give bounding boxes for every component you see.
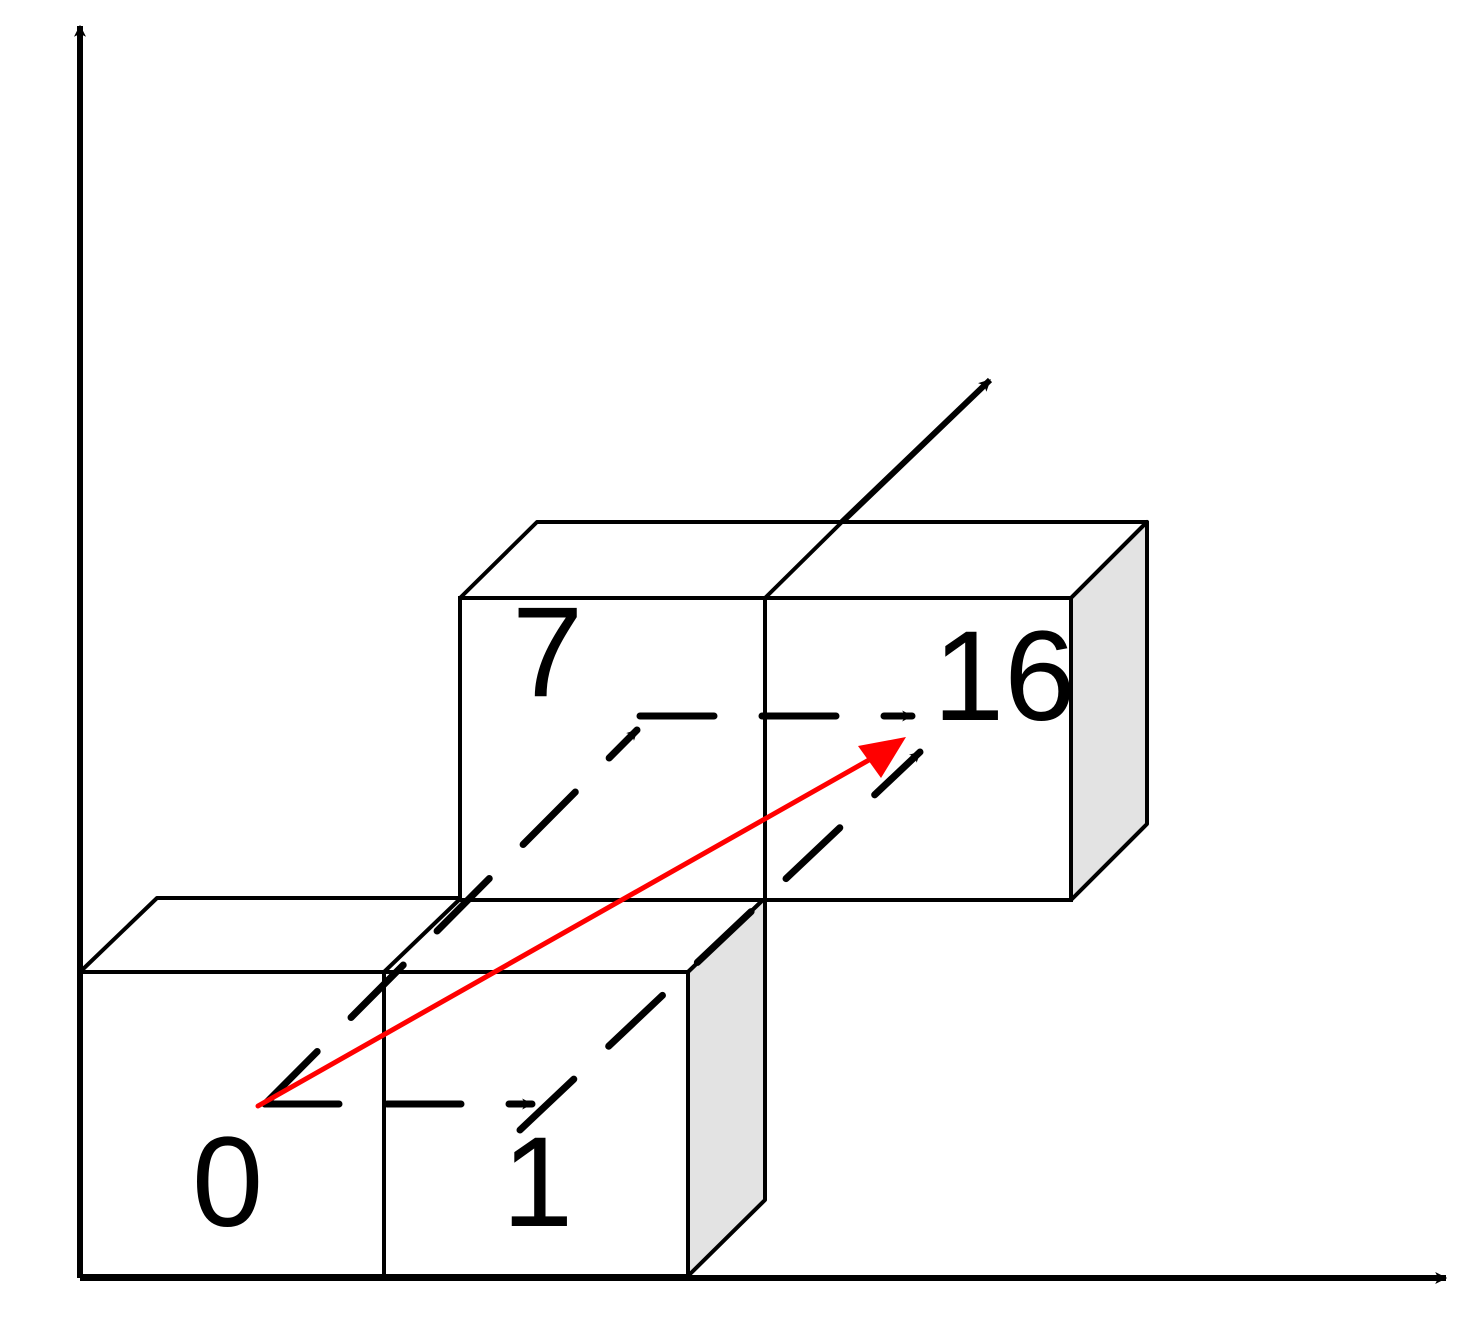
red-direct-arrow: [255, 737, 906, 1109]
red-arrow-head: [858, 737, 906, 778]
label-cube-0: 0: [192, 1111, 263, 1254]
z-axis: [839, 377, 993, 525]
cube-0-front-face: [78, 970, 386, 1278]
cube-labels: 0 1 7 16: [192, 581, 1075, 1254]
cube-row-bottom: [78, 896, 767, 1278]
label-cube-16: 16: [933, 605, 1075, 748]
label-cube-1: 1: [502, 1111, 573, 1254]
arrow-1-to-16: [516, 748, 924, 1134]
arrow-0-to-7: [261, 726, 641, 1108]
red-arrow-shaft: [255, 753, 879, 1109]
axes: [74, 24, 1448, 1284]
bottom-row-top-divider: [382, 896, 463, 974]
flow-arrows: [261, 710, 924, 1134]
top-row-top-divider: [763, 520, 844, 600]
label-cube-7: 7: [512, 581, 583, 724]
cube-7-front-face: [458, 596, 767, 902]
